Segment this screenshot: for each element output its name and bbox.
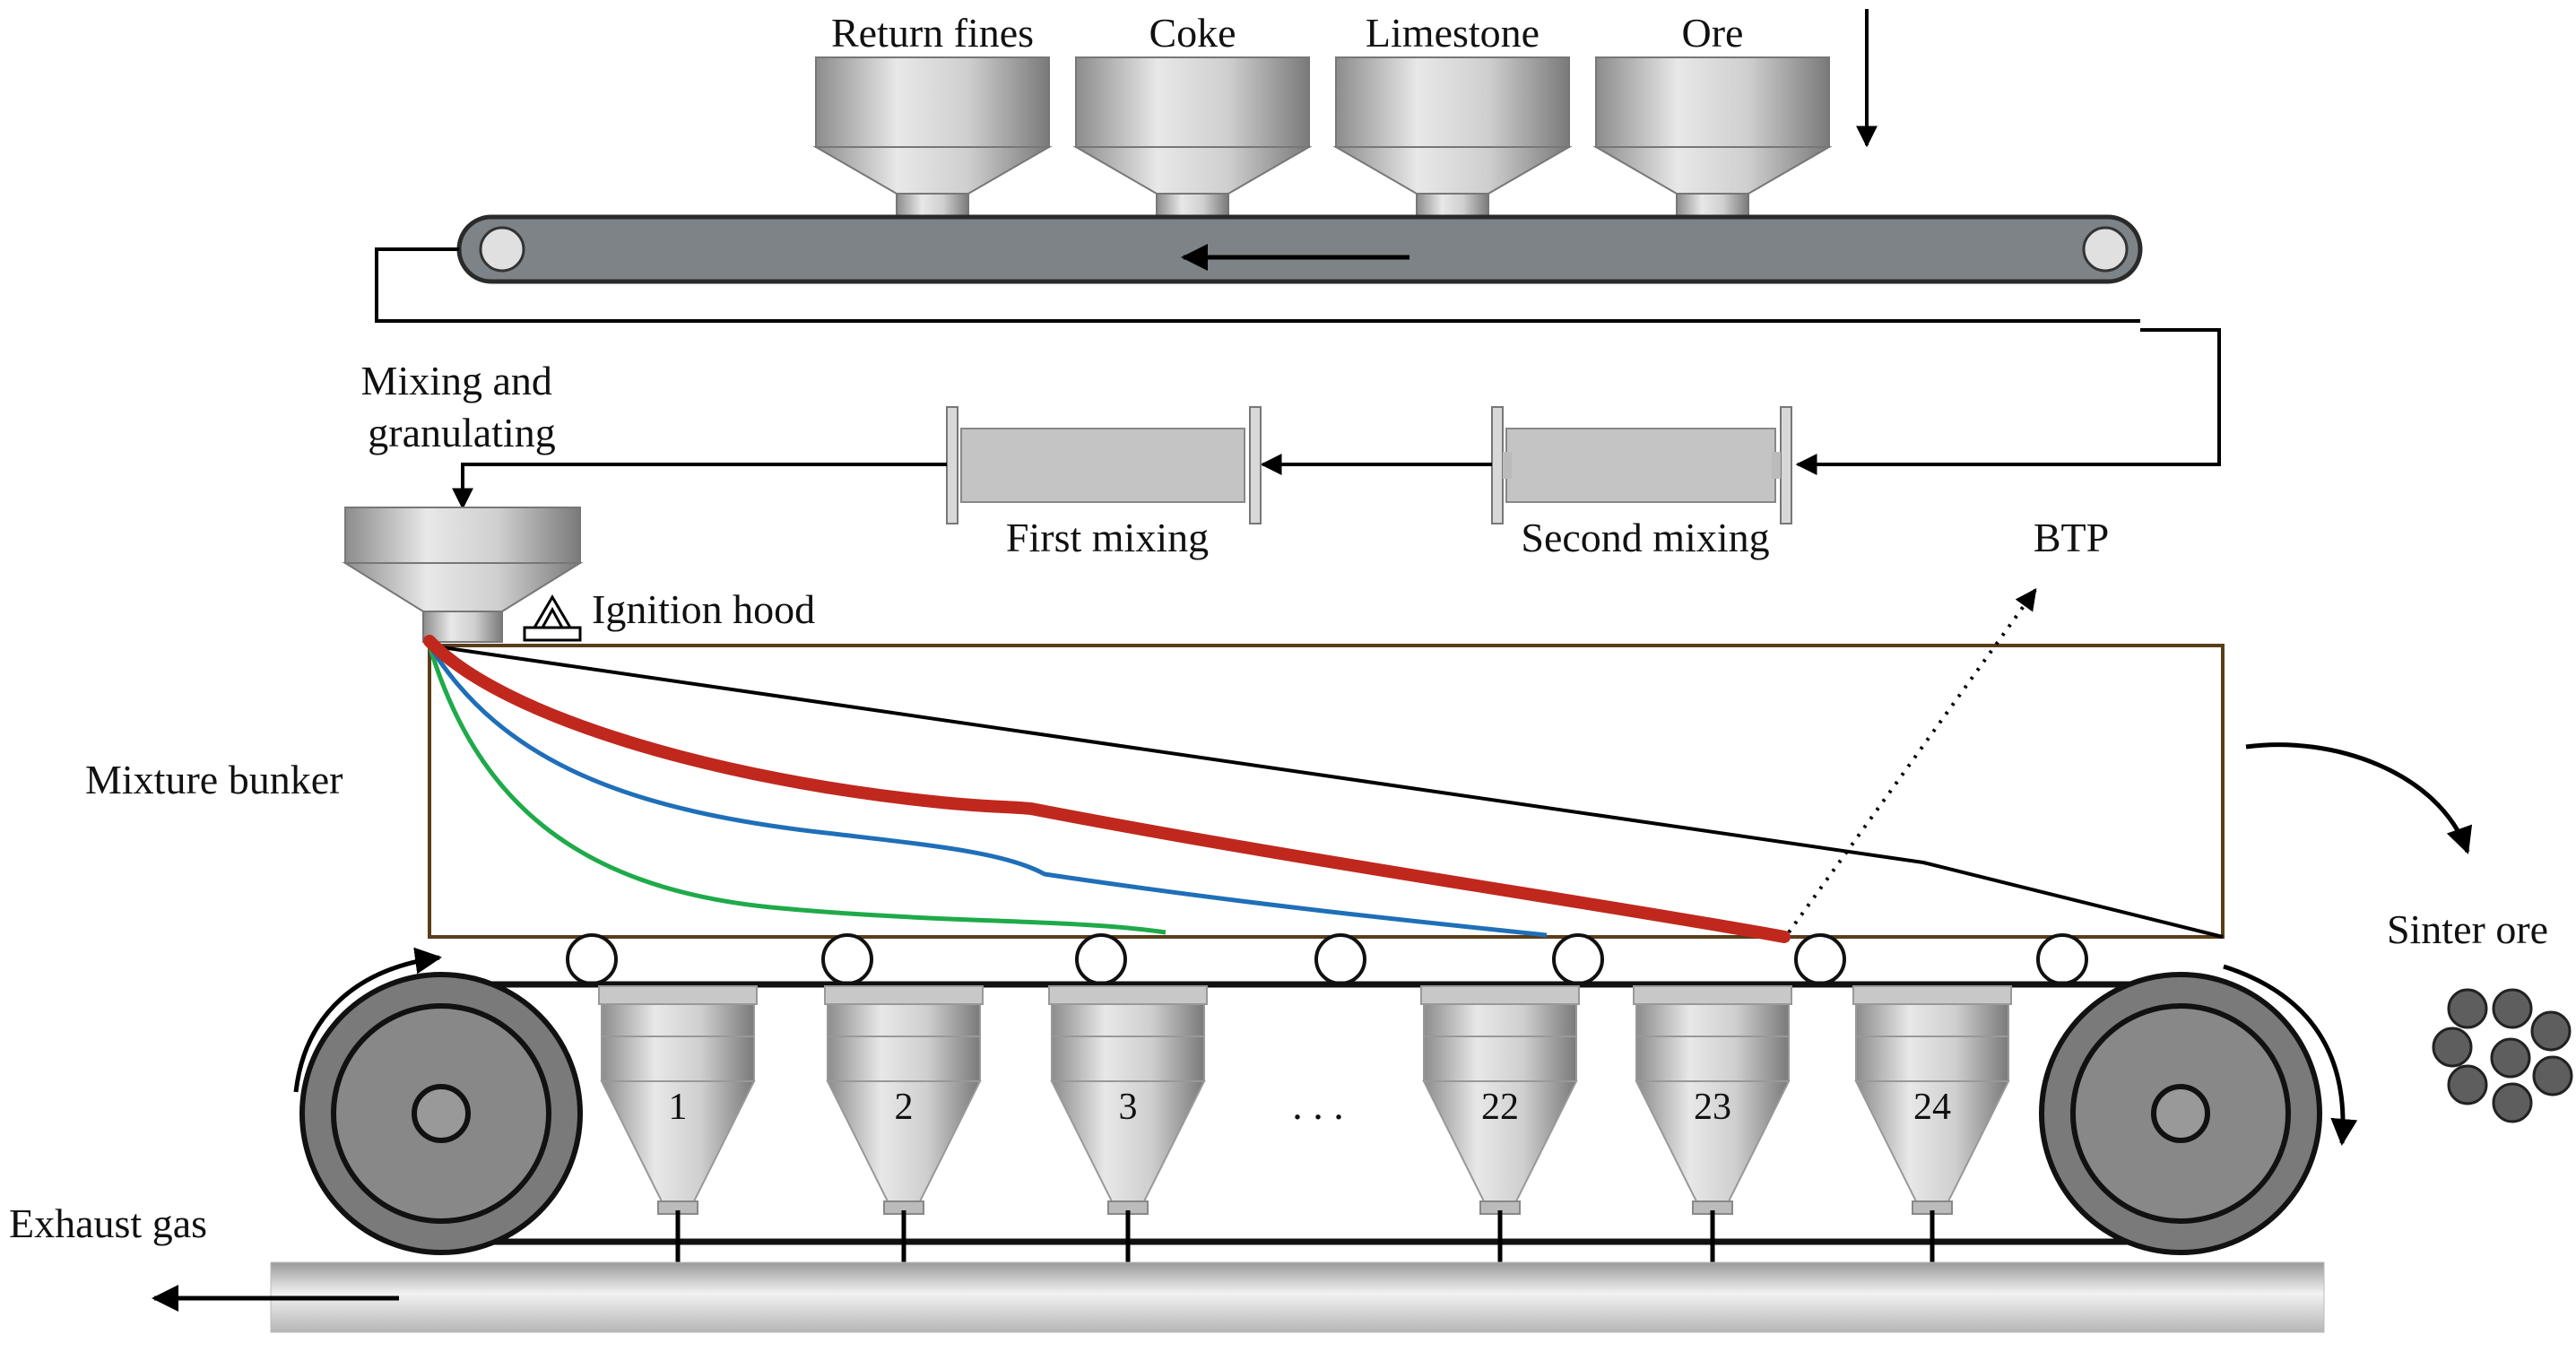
curve-red [423, 635, 1791, 943]
windbox-ellipsis: . . . [1292, 1082, 1344, 1128]
exhaust-pipe [270, 1261, 2325, 1333]
exhaust-gas-label: Exhaust gas [9, 1200, 207, 1246]
ignition-hood-label: Ignition hood [592, 586, 815, 632]
sinter-ore-label: Sinter ore [2387, 906, 2548, 952]
hopper-1 [812, 56, 1053, 218]
hopper-4 [1592, 56, 1833, 218]
mixing-label-line-1: Mixing and [361, 358, 552, 403]
hopper-label-return-fines: Return fines [831, 10, 1034, 56]
roller-2 [821, 933, 873, 985]
curve-blue [427, 644, 1548, 938]
wind-box-number: 2 [895, 1087, 914, 1128]
wind-box-3: 3 [1048, 985, 1208, 1294]
hopper-2 [1072, 56, 1313, 218]
discharge-arrow-icon [2245, 742, 2473, 854]
wind-box-1: 1 [598, 985, 758, 1294]
left-drive-wheel-icon [299, 972, 583, 1255]
roller-3 [1075, 933, 1127, 985]
first-mixing-drum [946, 406, 1262, 524]
hopper-label-ore: Ore [1682, 10, 1744, 56]
wind-box-number: 22 [1481, 1087, 1519, 1128]
sinter-ore-pellets-icon [2432, 988, 2573, 1123]
wind-box-24: 24 [1852, 985, 2012, 1294]
top-conveyor-belt [456, 214, 2143, 284]
mixing-label-line-2: granulating [368, 410, 556, 455]
strand-belt [444, 981, 2192, 1245]
mixture-hopper [342, 507, 584, 643]
roller-1 [566, 933, 618, 985]
flow-line-left-loop [375, 247, 2140, 323]
wind-box-number: 3 [1119, 1087, 1138, 1128]
wind-box-number: 24 [1913, 1087, 1951, 1128]
hopper-3 [1332, 56, 1573, 218]
wind-box-23: 23 [1633, 985, 1792, 1294]
mixture-bunker-label: Mixture bunker [85, 757, 343, 802]
mixing-granulating-label: Mixing and granulating [361, 358, 563, 455]
pallet-rollers [566, 933, 2088, 985]
roller-6 [1794, 933, 1846, 985]
curve-black-surface [429, 644, 2224, 939]
raw-material-hoppers [812, 56, 1833, 218]
curve-green [427, 645, 1167, 935]
sinter-bed [428, 644, 2225, 939]
hopper-label-coke: Coke [1149, 10, 1236, 56]
btp-label: BTP [2034, 515, 2109, 560]
wind-box-number: 1 [669, 1087, 688, 1128]
left-rotation-arrow-icon [293, 947, 442, 1093]
first-mixing-label: First mixing [1006, 515, 1209, 560]
right-rotation-arrow-icon [2223, 964, 2358, 1146]
roller-7 [2036, 933, 2088, 985]
roller-5 [1552, 933, 1604, 985]
flow-line-to-second-mixing [1795, 328, 2221, 475]
right-drive-wheel-icon [2039, 972, 2322, 1255]
second-mixing-drum [1491, 406, 1792, 524]
wind-box-number: 23 [1694, 1087, 1731, 1128]
wind-box-2: 2 [824, 985, 984, 1294]
second-mixing-label: Second mixing [1521, 515, 1769, 560]
wind-box-22: 22 [1420, 985, 1580, 1294]
hopper-label-limestone: Limestone [1366, 10, 1540, 56]
ignition-hood-icon [523, 594, 582, 642]
roller-4 [1314, 933, 1366, 985]
flow-arrow-first-to-hopper [452, 463, 947, 510]
